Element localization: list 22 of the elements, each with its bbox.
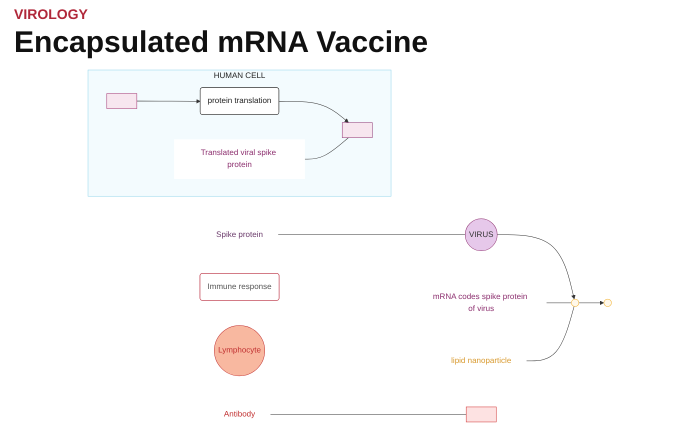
connector (278, 234, 466, 236)
node-box (342, 122, 373, 138)
node-box (466, 406, 497, 422)
node-text: mRNA codes spike protein of virus (433, 292, 528, 313)
arrow (136, 99, 201, 104)
arrow (578, 300, 604, 306)
node-text: Antibody (224, 410, 256, 418)
node-box: Translated viral spike protein (174, 139, 306, 179)
node-circle (604, 298, 612, 307)
node-box (106, 93, 138, 109)
node-circle: VIRUS (465, 218, 498, 252)
node-circle (571, 298, 580, 307)
node-circle: Lymphocyte (214, 325, 266, 376)
connector (526, 306, 575, 362)
title: Encapsulated mRNA Vaccine (14, 26, 428, 60)
arrow (497, 234, 576, 300)
connector (304, 137, 349, 160)
node-text: Spike protein (216, 230, 264, 239)
topic-label: VIROLOGY (14, 6, 88, 22)
arrow (279, 101, 349, 123)
node-text: lipid nanoparticle (451, 356, 512, 365)
connector (546, 302, 572, 304)
